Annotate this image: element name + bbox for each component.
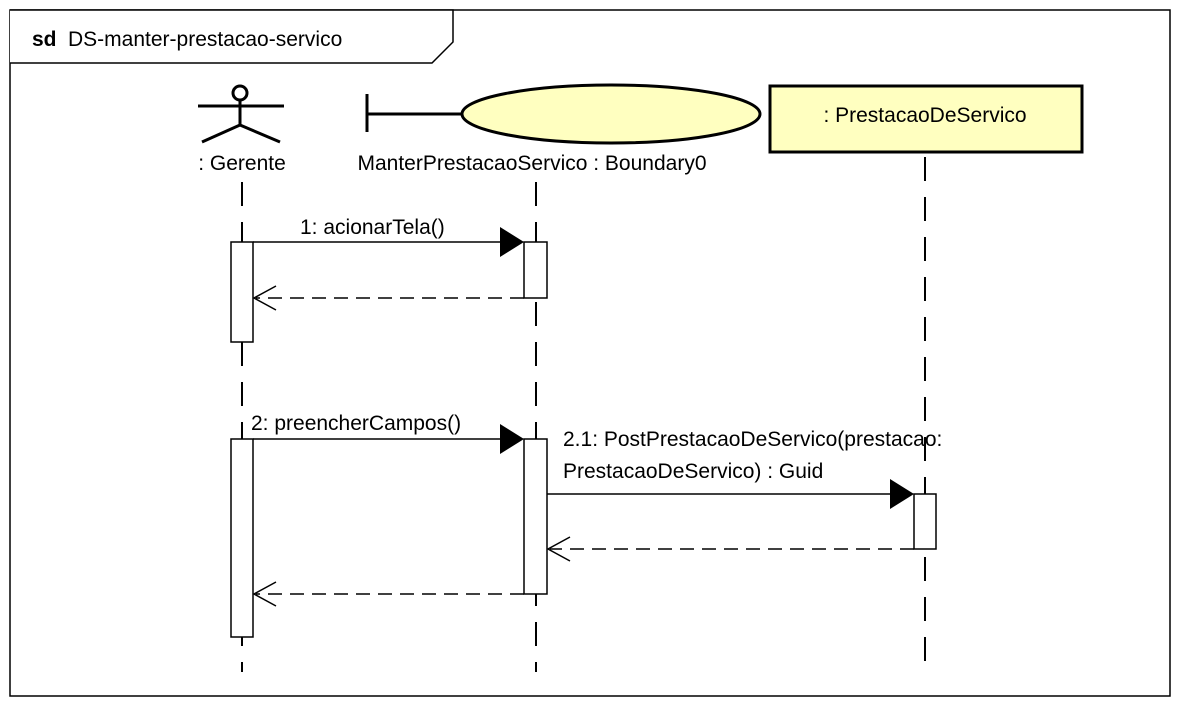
- message-1-label: 1: acionarTela(): [300, 216, 445, 239]
- return-1-arrowhead: [252, 285, 277, 311]
- actor-head: [231, 84, 249, 102]
- actor-leg-left: [201, 123, 241, 144]
- return-2: [252, 581, 524, 607]
- boundary-ellipse: [460, 83, 762, 145]
- frame-tab: [10, 9, 454, 64]
- actor-label: : Gerente: [198, 152, 286, 175]
- message-1-arrowhead: [500, 227, 524, 257]
- message-2-1: 2.1: PostPrestacaoDeServico(prestacao: P…: [547, 428, 942, 509]
- boundary-label: ManterPrestacaoServico : Boundary0: [357, 152, 706, 175]
- activation-actor-1: [230, 241, 254, 343]
- return-2-1: [546, 536, 914, 562]
- boundary-object: [365, 83, 762, 145]
- entity-label: : PrestacaoDeServico: [823, 104, 1026, 127]
- activation-boundary-1: [523, 241, 548, 299]
- frame-name: DS-manter-prestacao-servico: [68, 28, 342, 51]
- message-2-1-label-line1: 2.1: PostPrestacaoDeServico(prestacao:: [563, 428, 942, 451]
- activation-boundary-2: [523, 438, 548, 595]
- message-2-1-label-line2: PrestacaoDeServico) : Guid: [563, 460, 823, 483]
- entity-box: [768, 84, 1084, 154]
- activation-actor-2: [230, 438, 254, 638]
- actor-leg-right: [239, 123, 281, 144]
- actor-gerente: [198, 84, 284, 144]
- return-2-1-arrowhead: [546, 536, 571, 562]
- message-2-arrowhead: [500, 424, 524, 454]
- activation-entity-1: [913, 493, 937, 550]
- message-2-1-arrowhead: [890, 479, 914, 509]
- frame-keyword: sd: [32, 28, 57, 51]
- return-2-arrowhead: [252, 581, 277, 607]
- message-2-label: 2: preencherCampos(): [251, 412, 461, 435]
- message-1: 1: acionarTela(): [253, 216, 524, 257]
- return-1: [252, 285, 524, 311]
- message-2: 2: preencherCampos(): [251, 412, 524, 454]
